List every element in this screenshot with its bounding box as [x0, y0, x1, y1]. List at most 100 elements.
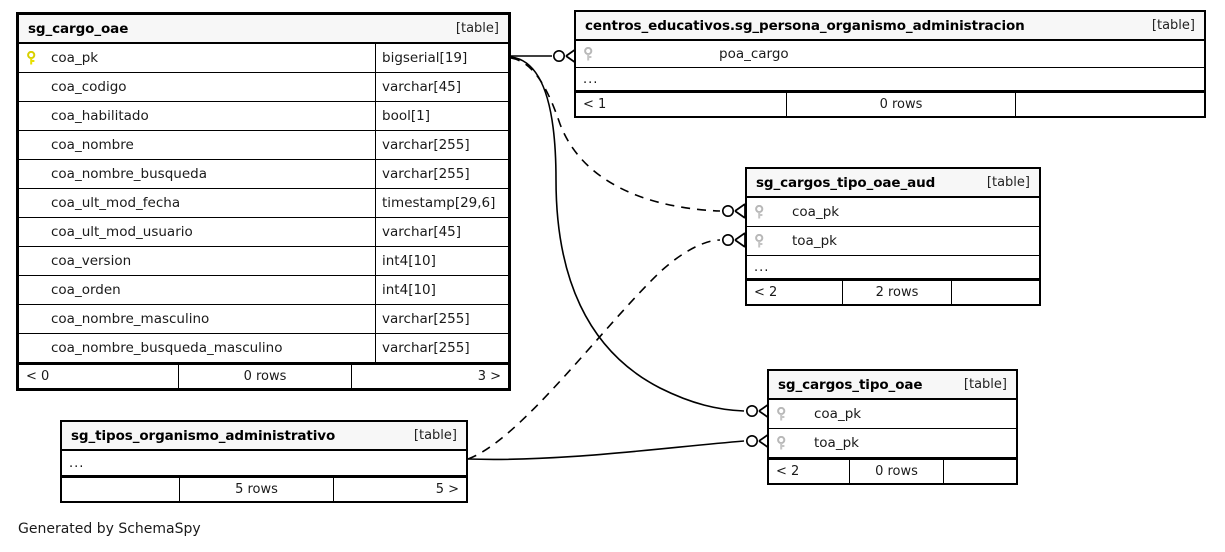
table-row[interactable]: coa_nombre varchar[255]	[19, 131, 508, 160]
table-row[interactable]: poa_cargo	[576, 41, 1204, 68]
more-columns-ellipsis[interactable]: ...	[747, 256, 1039, 279]
column-name: coa_ult_mod_fecha	[51, 195, 181, 211]
table-tag: [table]	[1151, 18, 1195, 33]
table-row[interactable]: coa_version int4[10]	[19, 247, 508, 276]
table-tag: [table]	[455, 21, 499, 36]
foreign-key-icon	[777, 406, 790, 422]
column-name: coa_pk	[814, 406, 862, 422]
table-row[interactable]: coa_codigo varchar[45]	[19, 73, 508, 102]
footer-rows: 5 rows	[179, 478, 334, 501]
table-footer: 5 rows 5 >	[62, 476, 466, 501]
edge-coa-pk-to-poa-cargo	[511, 48, 577, 64]
table-header: sg_cargo_oae [table]	[19, 15, 508, 44]
foreign-key-icon	[584, 46, 597, 62]
no-key-spacer	[27, 254, 40, 269]
table-title: sg_tipos_organismo_administrativo	[71, 427, 336, 444]
column-type: timestamp[29,6]	[375, 189, 508, 217]
table-row[interactable]: coa_ult_mod_fecha timestamp[29,6]	[19, 189, 508, 218]
footer-rows: 0 rows	[178, 365, 352, 388]
table-header: centros_educativos.sg_persona_organismo_…	[576, 12, 1204, 41]
column-type: bigserial[19]	[375, 44, 508, 72]
table-tag: [table]	[963, 377, 1007, 392]
table-footer: < 2 2 rows	[747, 279, 1039, 304]
column-name-cell: poa_cargo	[576, 41, 1204, 67]
no-key-spacer	[27, 138, 40, 153]
footer-prev[interactable]	[62, 478, 179, 501]
table-row[interactable]: coa_pk bigserial[19]	[19, 44, 508, 73]
column-name-cell: coa_pk	[747, 198, 1039, 226]
footer-prev[interactable]: < 2	[776, 464, 800, 479]
more-columns-ellipsis[interactable]: ...	[62, 451, 466, 476]
column-name-cell: coa_version	[19, 247, 375, 275]
table-row[interactable]: coa_nombre_busqueda varchar[255]	[19, 160, 508, 189]
column-name: coa_habilitado	[51, 108, 149, 124]
table-header: sg_cargos_tipo_oae [table]	[769, 371, 1016, 400]
footer-prev[interactable]: < 1	[583, 97, 607, 112]
footer-next[interactable]: 3 >	[477, 369, 501, 384]
table-centros-educativos-sg-persona-organismo-administracion[interactable]: centros_educativos.sg_persona_organismo_…	[574, 10, 1206, 118]
table-row[interactable]: coa_pk	[769, 400, 1016, 429]
column-name: coa_nombre	[51, 137, 134, 153]
column-type: varchar[255]	[375, 131, 508, 159]
footer-next[interactable]	[944, 460, 1016, 483]
column-type: bool[1]	[375, 102, 508, 130]
column-name: coa_nombre_busqueda_masculino	[51, 340, 283, 356]
more-columns-ellipsis[interactable]: ...	[576, 68, 1204, 91]
table-row[interactable]: coa_nombre_masculino varchar[255]	[19, 305, 508, 334]
column-name-cell: coa_ult_mod_fecha	[19, 189, 375, 217]
table-row[interactable]: toa_pk	[747, 227, 1039, 256]
footer-rows: 0 rows	[786, 93, 1016, 116]
no-key-spacer	[27, 196, 40, 211]
footer-next[interactable]: 5 >	[435, 482, 459, 497]
column-name: coa_orden	[51, 282, 121, 298]
column-name-cell: toa_pk	[769, 429, 1016, 457]
column-name-cell: coa_pk	[19, 44, 375, 72]
column-name: coa_nombre_masculino	[51, 311, 210, 327]
column-name-cell: coa_codigo	[19, 73, 375, 101]
footer-next[interactable]	[1016, 93, 1204, 116]
table-sg-cargos-tipo-oae[interactable]: sg_cargos_tipo_oae [table] coa_pk toa_pk…	[767, 369, 1018, 485]
column-name-cell: coa_habilitado	[19, 102, 375, 130]
table-footer: < 1 0 rows	[576, 91, 1204, 116]
table-sg-tipos-organismo-administrativo[interactable]: sg_tipos_organismo_administrativo [table…	[60, 420, 468, 503]
table-title: sg_cargo_oae	[28, 20, 129, 37]
table-sg-cargos-tipo-oae-aud[interactable]: sg_cargos_tipo_oae_aud [table] coa_pk to…	[745, 167, 1041, 306]
column-name-cell: coa_nombre	[19, 131, 375, 159]
table-row[interactable]: coa_pk	[747, 198, 1039, 227]
table-header: sg_cargos_tipo_oae_aud [table]	[747, 169, 1039, 198]
column-name-cell: coa_ult_mod_usuario	[19, 218, 375, 246]
no-key-spacer	[27, 341, 40, 356]
column-type: varchar[255]	[375, 160, 508, 188]
generated-by-caption: Generated by SchemaSpy	[18, 521, 201, 537]
table-row[interactable]: coa_orden int4[10]	[19, 276, 508, 305]
column-type: varchar[255]	[375, 334, 508, 362]
column-name: coa_nombre_busqueda	[51, 166, 207, 182]
edge-tipos-organismo-to-cargos-tipo-oae-toa-pk	[467, 433, 770, 461]
table-title: centros_educativos.sg_persona_organismo_…	[585, 17, 1025, 34]
footer-prev[interactable]: < 2	[754, 285, 778, 300]
column-name-cell: coa_pk	[769, 400, 1016, 428]
table-row[interactable]: toa_pk	[769, 429, 1016, 458]
foreign-key-icon	[777, 435, 790, 451]
column-name-cell: coa_nombre_busqueda	[19, 160, 375, 188]
column-name: toa_pk	[814, 435, 859, 451]
footer-prev[interactable]: < 0	[26, 369, 50, 384]
foreign-key-icon	[755, 204, 768, 220]
no-key-spacer	[27, 80, 40, 95]
table-tag: [table]	[986, 175, 1030, 190]
column-name-cell: coa_nombre_busqueda_masculino	[19, 334, 375, 362]
column-name-cell: toa_pk	[747, 227, 1039, 255]
table-sg-cargo-oae[interactable]: sg_cargo_oae [table] coa_pk bigserial[19…	[16, 12, 511, 391]
table-title: sg_cargos_tipo_oae	[778, 376, 923, 393]
table-row[interactable]: coa_nombre_busqueda_masculino varchar[25…	[19, 334, 508, 363]
no-key-spacer	[27, 225, 40, 240]
foreign-key-icon	[755, 233, 768, 249]
table-footer: < 0 0 rows 3 >	[19, 363, 508, 388]
column-type: varchar[255]	[375, 305, 508, 333]
footer-next[interactable]	[952, 281, 1039, 304]
footer-rows: 2 rows	[842, 281, 952, 304]
table-row[interactable]: coa_ult_mod_usuario varchar[45]	[19, 218, 508, 247]
column-name: poa_cargo	[719, 46, 789, 62]
table-row[interactable]: coa_habilitado bool[1]	[19, 102, 508, 131]
column-name: coa_pk	[51, 50, 99, 66]
